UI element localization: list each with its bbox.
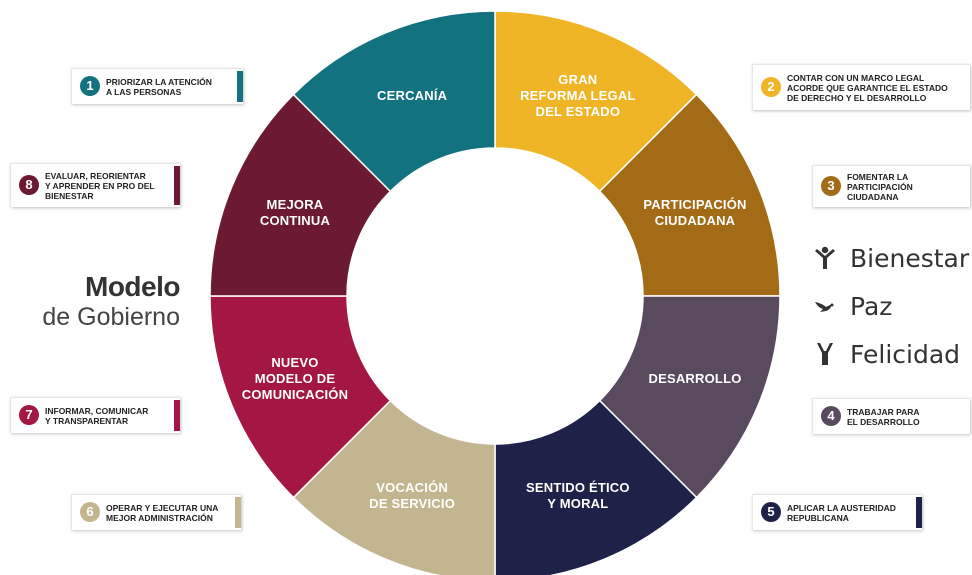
callout-text-1: PRIORIZAR LA ATENCIÓN A LAS PERSONAS (106, 76, 212, 97)
segment-label-5: SENTIDO ÉTICO Y MORAL (525, 480, 630, 512)
segment-label-6: VOCACIÓN DE SERVICIO (369, 480, 456, 512)
value-bienestar: Bienestar (812, 234, 969, 282)
value-label-paz: Paz (850, 291, 893, 321)
segment-label-1: CERCANÍA (377, 87, 448, 103)
callout-number-1: 1 (80, 76, 100, 96)
title-line-2: de Gobierno (42, 303, 180, 331)
callout-5: 5 APLICAR LA AUSTERIDAD REPUBLICANA (752, 494, 922, 530)
callout-bar-5 (916, 497, 922, 528)
callout-number-6: 6 (80, 502, 100, 522)
callout-8: 8 EVALUAR, REORIENTAR Y APRENDER EN PRO … (10, 163, 180, 207)
callout-3: 3 FOMENTAR LA PARTICIPACIÓN CIUDADANA (812, 165, 970, 207)
values-legend: Bienestar Paz Felicidad (812, 234, 969, 378)
segment-label-2: GRAN REFORMA LEGAL DEL ESTADO (520, 71, 636, 119)
segment-label-7: NUEVO MODELO DE COMUNICACIÓN (241, 354, 349, 402)
value-label-bienestar: Bienestar (850, 243, 970, 273)
callout-text-5: APLICAR LA AUSTERIDAD REPUBLICANA (787, 502, 896, 523)
segment-label-3: PARTICIPACIÓN CIUDADANA (643, 197, 747, 229)
person-arms-up-icon (815, 246, 835, 269)
callout-text-3: FOMENTAR LA PARTICIPACIÓN CIUDADANA (847, 171, 913, 202)
title-line-1: Modelo (85, 271, 181, 302)
callout-bar-6 (235, 497, 241, 528)
wheel-center (347, 148, 643, 444)
callout-number-8: 8 (19, 175, 39, 195)
callout-number-4: 4 (821, 406, 841, 426)
callout-1: 1 PRIORIZAR LA ATENCIÓN A LAS PERSONAS (71, 68, 243, 104)
callout-text-2: CONTAR CON UN MARCO LEGAL ACORDE QUE GAR… (787, 72, 948, 103)
person-celebrating-icon (817, 343, 833, 365)
callout-text-7: INFORMAR, COMUNICAR Y TRANSPARENTAR (45, 405, 149, 426)
segment-label-4: DESARROLLO (648, 370, 742, 386)
segment-label-8: MEJORA CONTINUA (259, 197, 331, 229)
callout-4: 4 TRABAJAR PARA EL DESARROLLO (812, 398, 970, 434)
model-title: Modelo de Gobierno (8, 272, 180, 332)
callout-number-7: 7 (19, 405, 39, 425)
value-felicidad: Felicidad (812, 330, 969, 378)
callout-bar-7 (174, 400, 180, 431)
callout-2: 2 CONTAR CON UN MARCO LEGAL ACORDE QUE G… (752, 64, 970, 110)
callout-number-5: 5 (761, 502, 781, 522)
callout-text-4: TRABAJAR PARA EL DESARROLLO (847, 406, 920, 427)
callout-7: 7 INFORMAR, COMUNICAR Y TRANSPARENTAR (10, 397, 180, 433)
value-paz: Paz (812, 282, 969, 330)
callout-text-8: EVALUAR, REORIENTAR Y APRENDER EN PRO DE… (45, 170, 155, 201)
callout-bar-8 (174, 166, 180, 205)
callout-number-2: 2 (761, 77, 781, 97)
callout-number-3: 3 (821, 176, 841, 196)
callout-6: 6 OPERAR Y EJECUTAR UNA MEJOR ADMINISTRA… (71, 494, 241, 530)
callout-text-6: OPERAR Y EJECUTAR UNA MEJOR ADMINISTRACI… (106, 502, 219, 523)
callout-bar-1 (237, 71, 243, 102)
value-label-felicidad: Felicidad (850, 339, 961, 369)
dove-icon (815, 302, 834, 312)
